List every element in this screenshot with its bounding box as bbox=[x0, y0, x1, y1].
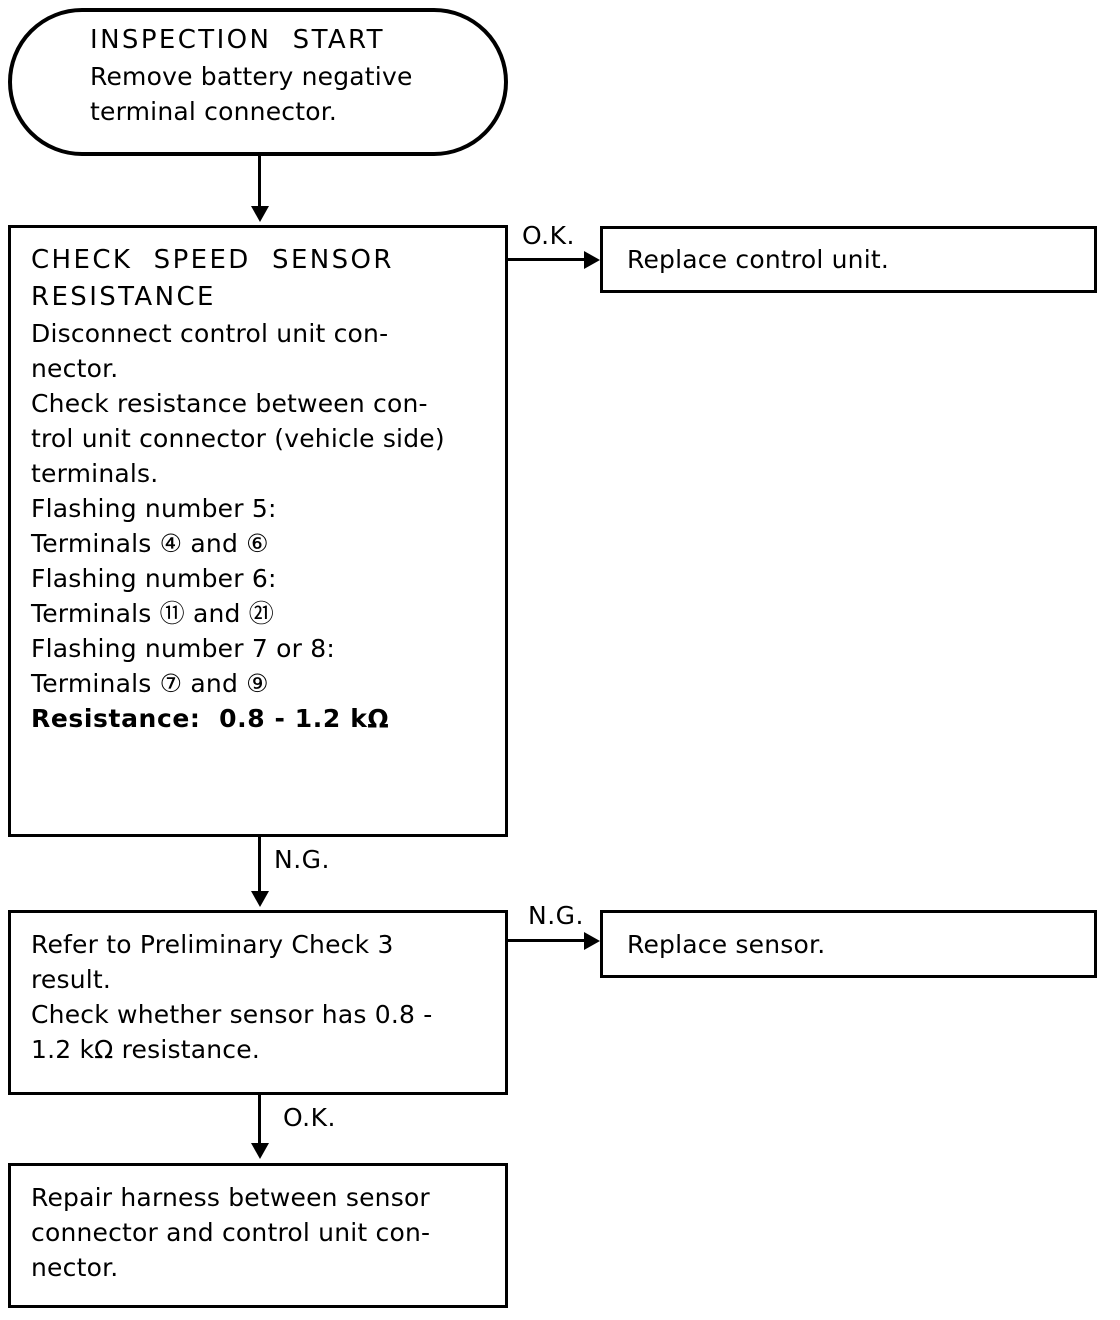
node-preliminary-line-3: Check whether sensor has 0.8 - bbox=[31, 1000, 433, 1029]
node-check-line-9: Terminals ④ and ⑥ bbox=[31, 529, 269, 558]
node-inspection-start-line-3: terminal connector. bbox=[90, 97, 338, 126]
node-repair-harness-line-3: nector. bbox=[31, 1253, 119, 1282]
arrowhead-preliminary-to-replace-sensor bbox=[584, 932, 600, 950]
node-replace-sensor-text: Replace sensor. bbox=[627, 929, 826, 959]
node-preliminary-check-3-body: Refer to Preliminary Check 3 result. Che… bbox=[11, 913, 505, 1067]
node-inspection-start-body: INSPECTION START Remove battery negative… bbox=[12, 12, 504, 129]
connector-start-to-check bbox=[258, 156, 261, 208]
node-replace-control-unit-body: Replace control unit. bbox=[603, 242, 909, 277]
node-preliminary-line-4: 1.2 kΩ resistance. bbox=[31, 1035, 260, 1064]
node-inspection-start-line-2: Remove battery negative bbox=[90, 62, 413, 91]
node-check-line-14-resistance-spec: Resistance: 0.8 - 1.2 kΩ bbox=[31, 704, 390, 733]
node-preliminary-line-1: Refer to Preliminary Check 3 bbox=[31, 930, 394, 959]
node-check-line-4: nector. bbox=[31, 354, 119, 383]
node-check-line-8: Flashing number 5: bbox=[31, 494, 277, 523]
edge-label-ng-preliminary: N.G. bbox=[274, 845, 330, 874]
node-check-line-13: Terminals ⑦ and ⑨ bbox=[31, 669, 269, 698]
node-replace-control-unit-text: Replace control unit. bbox=[627, 245, 890, 274]
node-replace-sensor-body: Replace sensor. bbox=[603, 927, 845, 962]
connector-check-to-preliminary bbox=[258, 837, 261, 893]
node-check-speed-sensor-resistance[interactable]: CHECK SPEED SENSOR RESISTANCE Disconnect… bbox=[8, 225, 508, 837]
node-check-line-10: Flashing number 6: bbox=[31, 564, 277, 593]
node-repair-harness-line-2: connector and control unit con- bbox=[31, 1218, 431, 1247]
edge-label-ng-replace-sensor: N.G. bbox=[528, 901, 584, 930]
arrowhead-check-to-replace-control-unit bbox=[584, 251, 600, 269]
node-repair-harness-line-1: Repair harness between sensor bbox=[31, 1183, 430, 1212]
connector-preliminary-to-replace-sensor bbox=[508, 939, 586, 942]
node-check-line-3: Disconnect control unit con- bbox=[31, 319, 389, 348]
arrowhead-check-to-preliminary bbox=[251, 891, 269, 907]
edge-label-ok-repair-harness: O.K. bbox=[283, 1103, 336, 1132]
edge-label-ok-control-unit: O.K. bbox=[522, 221, 575, 250]
node-check-line-12: Flashing number 7 or 8: bbox=[31, 634, 335, 663]
node-repair-harness[interactable]: Repair harness between sensor connector … bbox=[8, 1163, 508, 1308]
node-inspection-start[interactable]: INSPECTION START Remove battery negative… bbox=[8, 8, 508, 156]
node-check-line-5: Check resistance between con- bbox=[31, 389, 428, 418]
node-check-line-2: RESISTANCE bbox=[31, 282, 216, 312]
node-preliminary-line-2: result. bbox=[31, 965, 112, 994]
arrowhead-preliminary-to-repair-harness bbox=[251, 1143, 269, 1159]
arrowhead-start-to-check bbox=[251, 206, 269, 222]
node-check-line-11: Terminals ⑪ and ㉑ bbox=[31, 599, 274, 628]
node-preliminary-check-3[interactable]: Refer to Preliminary Check 3 result. Che… bbox=[8, 910, 508, 1095]
node-check-line-7: terminals. bbox=[31, 459, 159, 488]
node-replace-sensor[interactable]: Replace sensor. bbox=[600, 910, 1097, 978]
connector-check-to-replace-control-unit bbox=[508, 258, 586, 261]
node-inspection-start-line-1: INSPECTION START bbox=[90, 25, 385, 55]
node-check-line-1: CHECK SPEED SENSOR bbox=[31, 245, 394, 275]
node-repair-harness-body: Repair harness between sensor connector … bbox=[11, 1166, 505, 1285]
node-check-body: CHECK SPEED SENSOR RESISTANCE Disconnect… bbox=[11, 228, 505, 736]
connector-preliminary-to-repair-harness bbox=[258, 1095, 261, 1145]
node-replace-control-unit[interactable]: Replace control unit. bbox=[600, 226, 1097, 293]
node-check-line-6: trol unit connector (vehicle side) bbox=[31, 424, 445, 453]
